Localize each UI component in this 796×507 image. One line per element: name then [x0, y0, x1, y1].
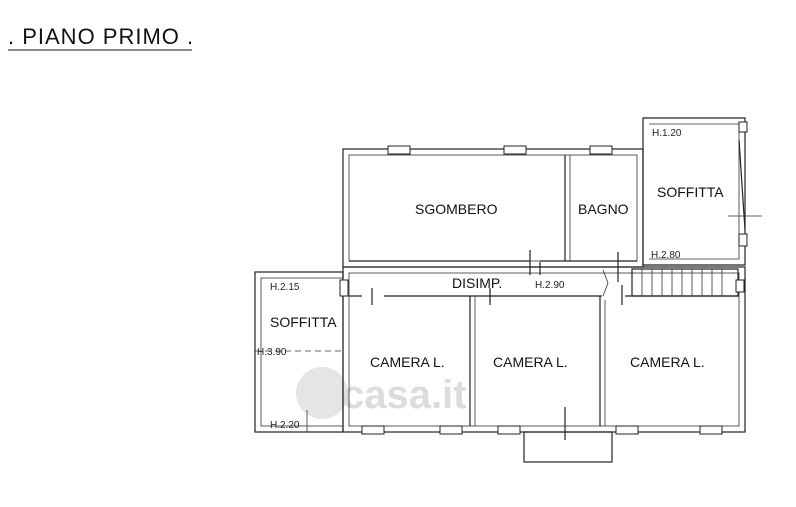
watermark-text: casa.it — [342, 373, 467, 417]
watermark: casa.it — [296, 367, 467, 419]
room-label-camera-1: CAMERA L. — [370, 354, 445, 370]
plan-title: . PIANO PRIMO . — [8, 24, 194, 49]
room-label-bagno: BAGNO — [578, 201, 629, 217]
room-label-camera-2: CAMERA L. — [493, 354, 568, 370]
height-soffitta-right-bottom: H.2.80 — [651, 250, 681, 261]
height-soffitta-left-mid: H.3.90 — [257, 347, 287, 358]
balcony — [523, 431, 613, 463]
height-disimp: H.2.90 — [535, 280, 565, 291]
soffitta-right-walls — [642, 117, 762, 266]
soffitta-left-walls — [254, 271, 344, 433]
height-soffitta-left-top: H.2.15 — [270, 282, 300, 293]
room-label-disimp: DISIMP. — [452, 275, 502, 291]
room-label-sgombero: SGOMBERO — [415, 201, 498, 217]
windows — [339, 121, 748, 435]
height-soffitta-right-top: H.1.20 — [652, 128, 682, 139]
room-label-soffitta-right: SOFFITTA — [657, 184, 724, 200]
height-soffitta-left-bottom: H.2.20 — [270, 420, 300, 431]
room-label-soffitta-left: SOFFITTA — [270, 314, 337, 330]
room-label-camera-3: CAMERA L. — [630, 354, 705, 370]
watermark-house-icon — [296, 367, 348, 419]
